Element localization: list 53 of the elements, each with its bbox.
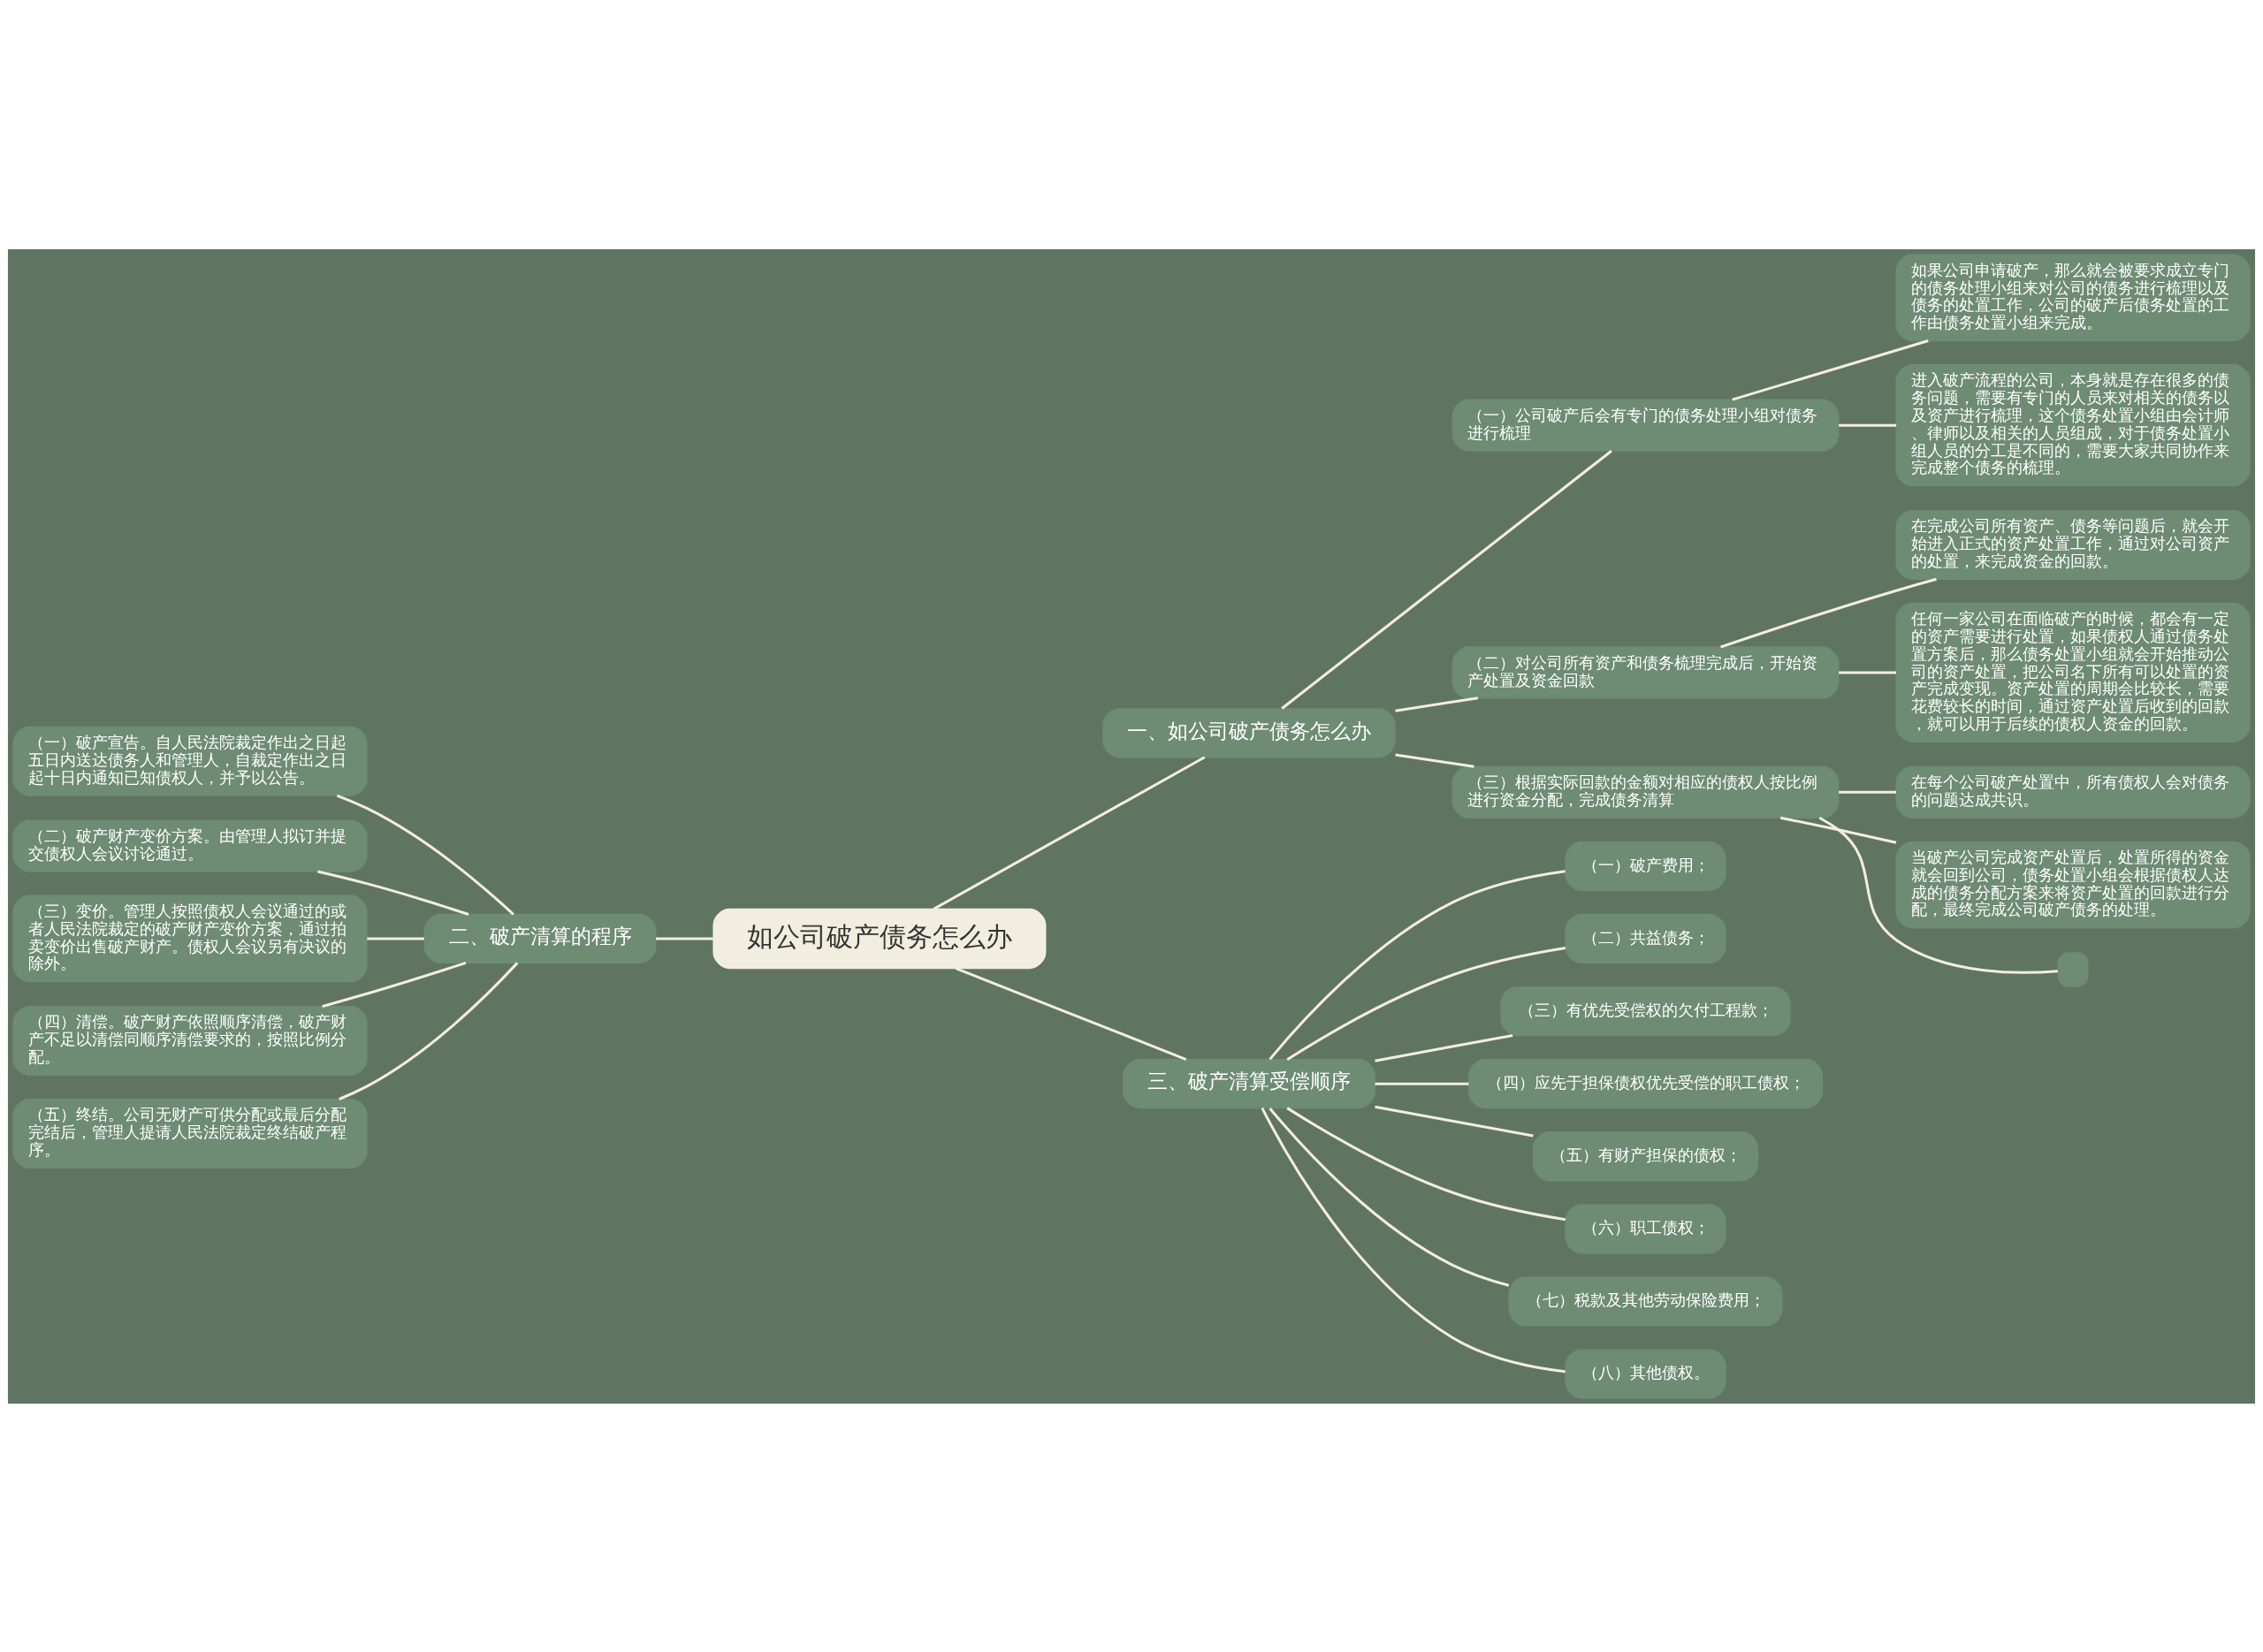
connector [1839,790,1897,794]
node-box: （四）应先于担保债权优先受偿的职工债权； [1467,1058,1824,1108]
node-box: （一）破产宣告。自人民法院裁定作出之日起五日内送达债务人和管理人，自裁定作出之日起十日内通知已知债权人，并予以公告。 [12,726,368,796]
node-box: 三、破产清算受偿顺序 [1123,1058,1375,1108]
connector [1818,816,2058,974]
connector [1286,1106,1566,1221]
node-box: （六）职工债权； [1565,1203,1726,1253]
connector [1286,946,1566,1061]
node-box [2057,951,2089,987]
connector [1839,423,1897,427]
node-box: （五）有财产担保的债权； [1532,1131,1759,1181]
node-box: 一、如公司破产债务怎么办 [1102,707,1396,757]
connector [317,869,469,916]
node-box: （五）终结。公司无财产可供分配或最后分配完结后，管理人提请人民法院裁定终结破产程序。 [12,1098,368,1169]
connector [1375,1105,1534,1138]
connector [1395,752,1474,768]
connector [1720,577,1937,648]
node-box: 在每个公司破产处置中，所有债权人会对债务的问题达成共识。 [1895,765,2251,818]
node-box: 在完成公司所有资产、债务等问题后，就会开始进入正式的资产处置工作，通过对公司资产的处置，来完成资金的回款。 [1895,509,2251,580]
connector [367,936,424,940]
connector [1732,339,1929,401]
node-box: （二）破产财产变价方案。由管理人拟订并提交债权人会议讨论通过。 [12,818,368,872]
connector [1395,696,1479,712]
node-box: 二、破产清算的程序 [423,913,657,963]
node-box: （一）公司破产后会有专门的债务处理小组对债务进行梳理 [1452,399,1840,452]
node-box: （四）清偿。破产财产依照顺序清偿，破产财产不足以清偿同顺序清偿要求的，按照比例分配。 [12,1005,368,1076]
connector [955,966,1187,1061]
node-box: （三）有优先受偿权的欠付工程款； [1500,986,1791,1036]
node-box: 当破产公司完成资产处置后，处置所得的资金就会回到公司，债务处置小组会根据债权人达成的债务分配方案来将资产处置的回款进行分配，最终完成公司破产债务的处理。 [1895,841,2251,929]
node-box: （七）税款及其他劳动保险费用； [1508,1275,1783,1327]
node-box: （二）共益债务； [1565,913,1726,963]
node-box: （一）破产费用； [1565,841,1726,891]
connector [336,794,514,916]
connector [1269,1107,1510,1287]
connector [656,936,713,940]
connector [339,961,519,1100]
node-box: （二）对公司所有资产和债务梳理完成后，开始资产处置及资金回款 [1452,645,1840,699]
node-box: （八）其他债权。 [1565,1348,1726,1399]
connector [1375,1033,1513,1062]
connector [1839,670,1897,674]
node-box: （三）变价。管理人按照债权人会议通过的或者人民法院裁定的破产财产变价方案，通过拍卖变价出售破产财产。债权人会议另有决议的除外。 [12,895,368,982]
node-box: 任何一家公司在面临破产的时候，都会有一定的资产需要进行处置，如果债权人通过债务处置方案后，那么债务处置小组就会开始推动公司的资产处置，把公司名下所有可以处置的资产完成变现。资产处置的周期会比较长，需要花费较长的时间，通过资产处置后收到的回款，就可以用于后续的债权人资金的回款。 [1895,602,2251,742]
connector [1269,869,1566,1060]
connector [322,961,467,1008]
connector [933,755,1206,910]
connector [1779,816,1897,844]
connector [1261,1107,1566,1373]
node-box: 如公司破产债务怎么办 [712,908,1047,969]
node-box: 如果公司申请破产，那么就会被要求成立专门的债务处理小组来对公司的债务进行梳理以及债务的处置工作，公司的破产后债务处置的工作由债务处置小组来完成。 [1895,253,2251,341]
connector [1375,1082,1469,1085]
node-box: 进入破产流程的公司，本身就是存在很多的债务问题，需要有专门的人员来对相关的债务以及资产进行梳理，这个债务处置小组由会计师、律师以及相关的人员组成，对于债务处置小组人员的分工是不同的，需要大家共同协作来完成整个债务的梳理。 [1895,363,2251,486]
node-box: （三）根据实际回款的金额对相应的债权人按比例进行资金分配，完成债务清算 [1452,765,1840,818]
connector [1281,449,1612,710]
